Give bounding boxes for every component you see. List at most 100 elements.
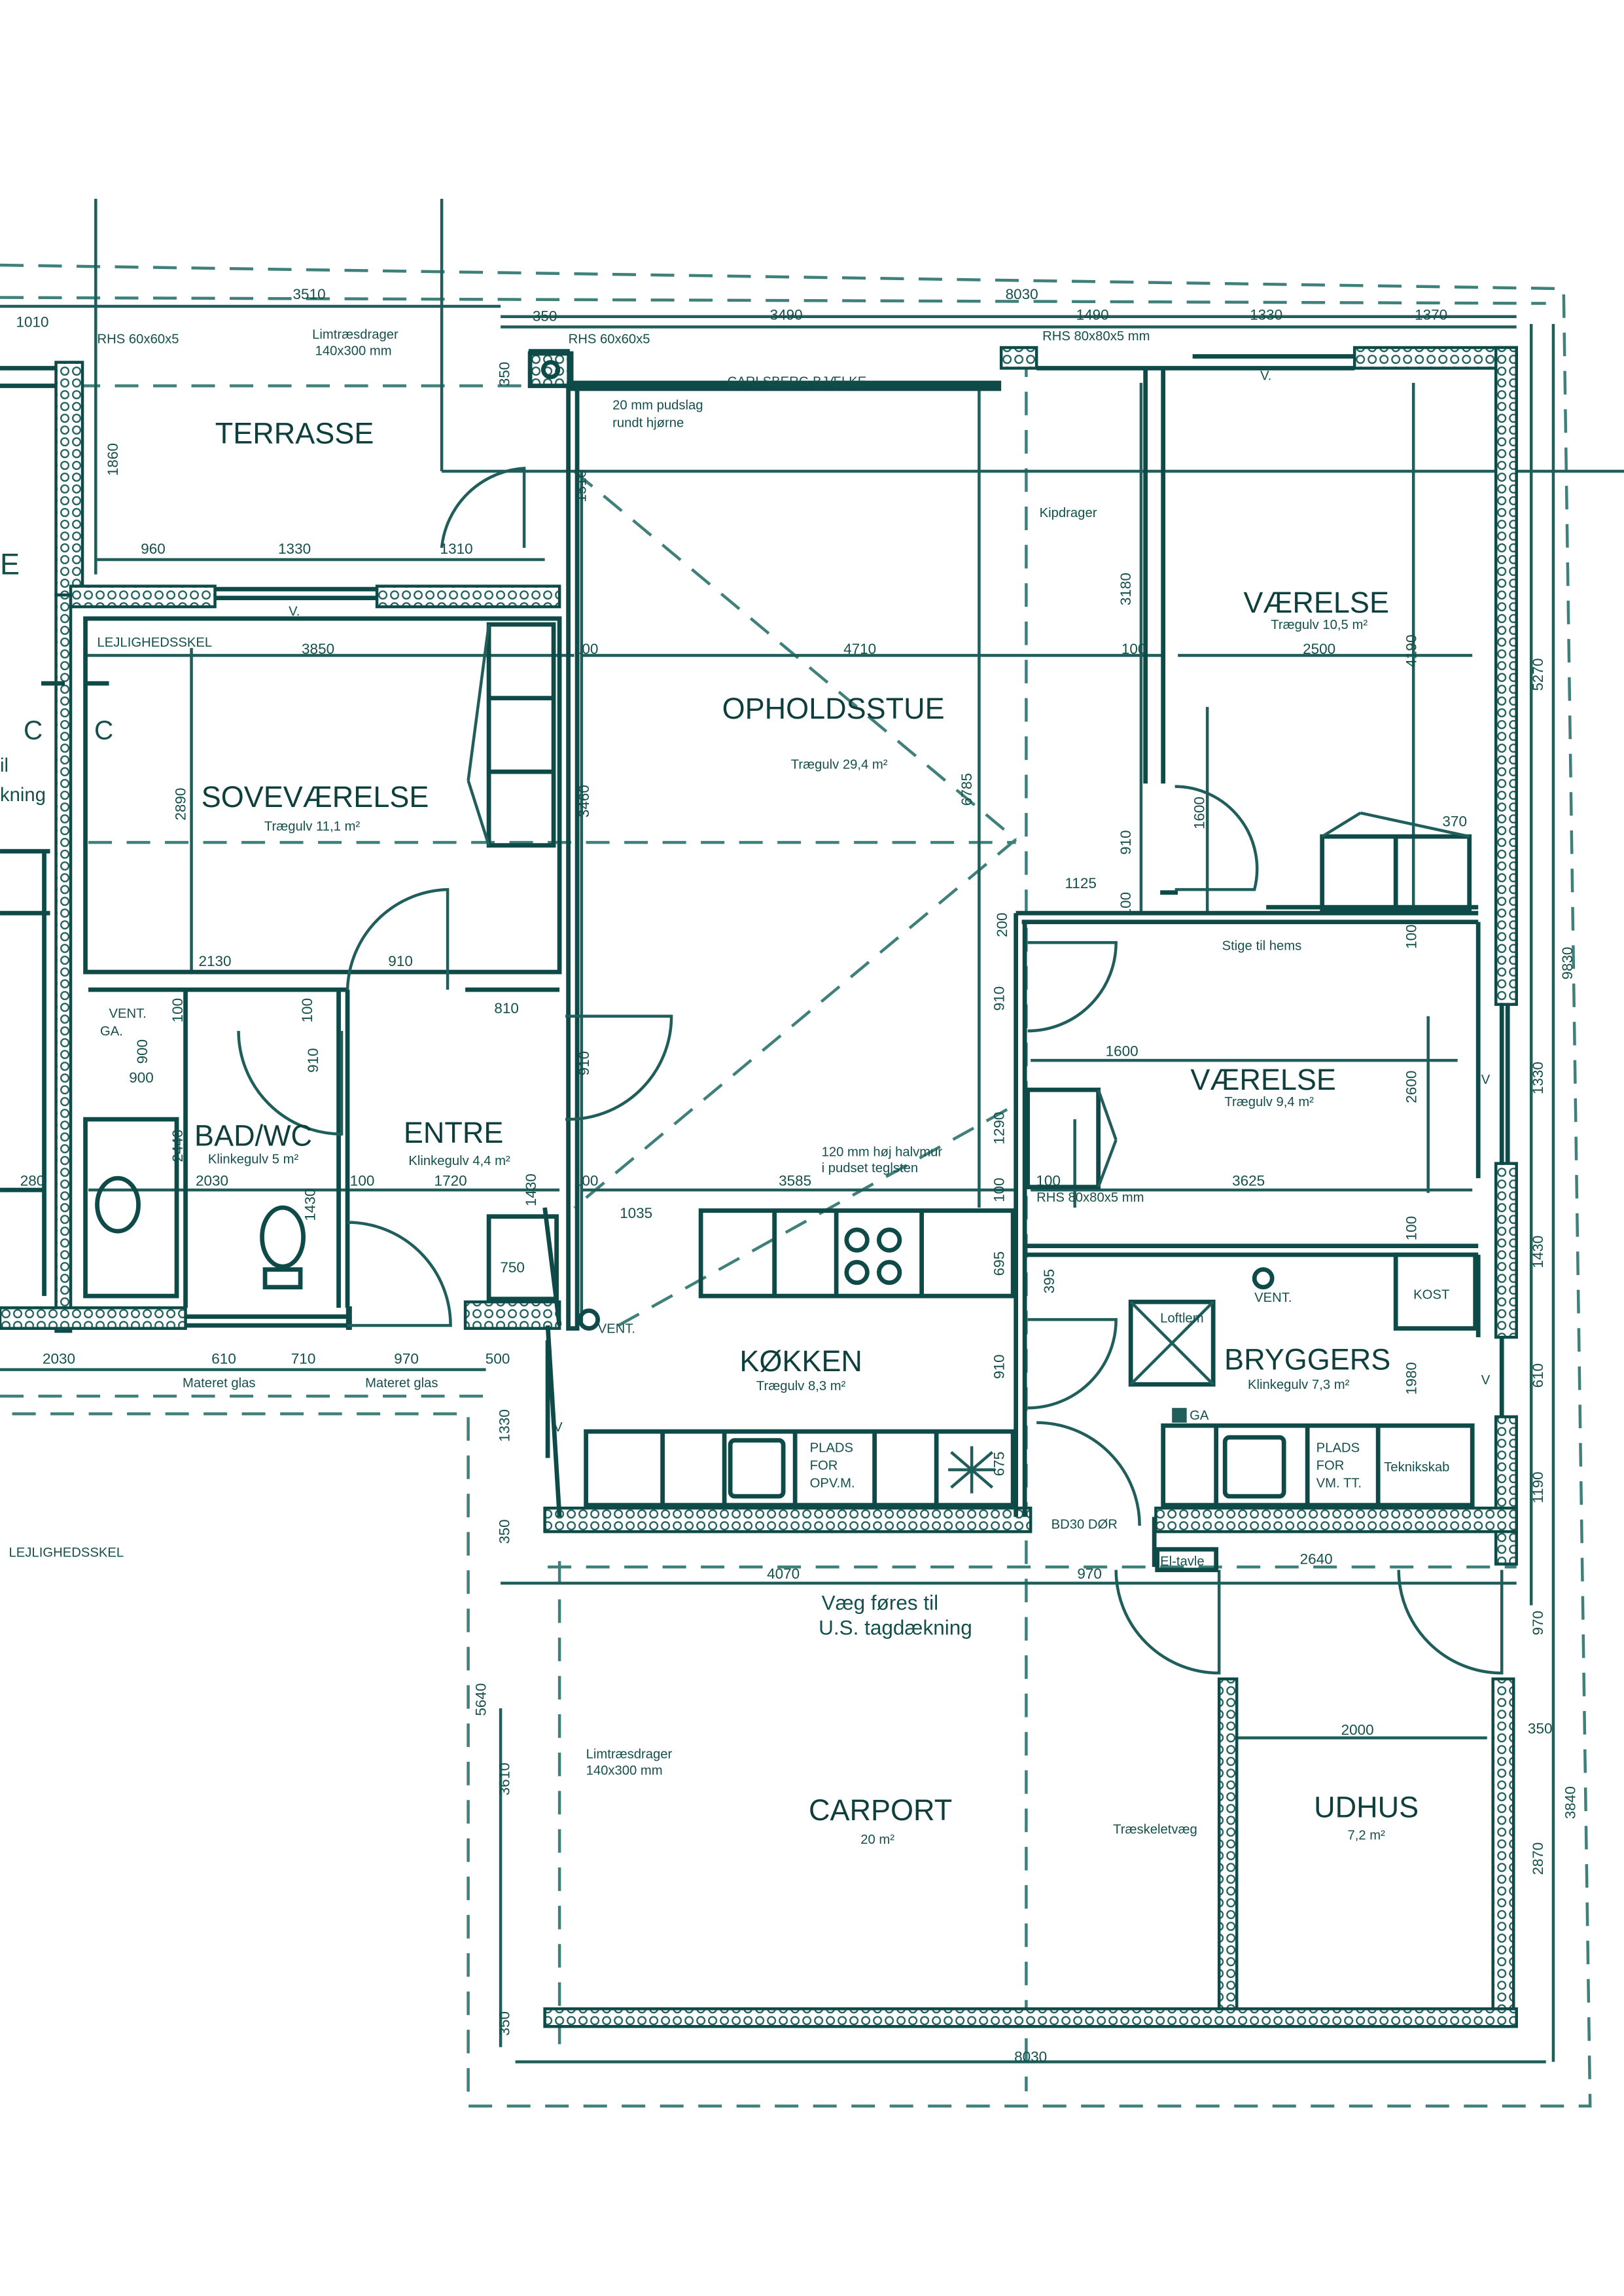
dimension-d610_r: 610	[1530, 1363, 1546, 1388]
dimension-d100_d: 100	[1403, 924, 1420, 949]
annotations: RHS 60x60x5 Limtræsdrager 140x300 mm RHS…	[0, 328, 1491, 1837]
dimension-d3490: 3490	[770, 306, 803, 323]
room-labels: TERRASSE SOVEVÆRELSE Trægulv 11,1 m² OPH…	[194, 416, 1419, 1847]
room-bad: BAD/WC	[194, 1119, 312, 1153]
dimensions-horizontal: 3510 8030 1010 350 3490 1490 1330 1370 9…	[16, 286, 1553, 2065]
dimension-d970_b: 970	[1077, 1566, 1102, 1582]
dimension-d500: 500	[485, 1351, 510, 1367]
note-vent-bad: VENT.	[109, 1007, 147, 1021]
dimension-d1330_top: 1330	[1250, 306, 1282, 323]
dimension-d2870: 2870	[1530, 1842, 1546, 1875]
dimension-d3625: 3625	[1232, 1172, 1265, 1189]
dimension-d1330_ter: 1330	[278, 541, 311, 557]
dimension-d910_c: 910	[305, 1048, 321, 1073]
dimension-d4710: 4710	[843, 641, 876, 657]
dimension-d970_r: 970	[1530, 1611, 1546, 1636]
floor-kokken: Trægulv 8,3 m²	[756, 1379, 846, 1393]
dimension-d810: 810	[494, 1000, 519, 1016]
fixtures	[41, 351, 1478, 1573]
room-udhus: UDHUS	[1314, 1791, 1419, 1824]
dimension-d1600_v: 1600	[1192, 797, 1208, 829]
note-ga-bryggers: GA	[1190, 1408, 1209, 1423]
note-halvmur-2: i pudset teglsten	[822, 1161, 918, 1175]
dimension-d8030_bottom: 8030	[1014, 2049, 1047, 2065]
dimension-d750: 750	[500, 1259, 525, 1276]
dimension-d370: 370	[1442, 813, 1467, 829]
note-plads-opv-3: OPV.M.	[810, 1477, 855, 1491]
note-lejlighedsskel-top: LEJLIGHEDSSKEL	[97, 636, 213, 650]
dimension-d2440: 2440	[169, 1130, 186, 1162]
dimension-d2600: 2600	[1403, 1071, 1420, 1103]
dimension-d4190: 4190	[1403, 635, 1420, 668]
note-left-kning: kning	[0, 785, 46, 806]
dimension-d6785: 6785	[959, 773, 975, 806]
dimension-d3180: 3180	[1118, 573, 1134, 605]
note-materet-1: Materet glas	[183, 1376, 255, 1391]
dimension-d100_i: 100	[1036, 1172, 1061, 1189]
floor-bad: Klinkegulv 5 m²	[208, 1153, 299, 1167]
note-ga-bad: GA.	[100, 1024, 123, 1039]
dimension-d710: 710	[291, 1351, 316, 1367]
dimension-d910_b: 910	[388, 953, 413, 969]
dimension-d3850: 3850	[302, 641, 334, 657]
dimension-d100_c: 100	[1118, 892, 1134, 917]
dimension-d100_b: 100	[1121, 641, 1146, 657]
note-plads-vm-1: PLADS	[1316, 1441, 1360, 1456]
note-vent-bryggers: VENT.	[1254, 1291, 1292, 1305]
dimension-d1430_a: 1430	[523, 1174, 539, 1206]
dimension-d1370: 1370	[1415, 306, 1447, 323]
note-pudslag-2: rundt hjørne	[612, 416, 684, 431]
note-bd30: BD30 DØR	[1051, 1518, 1118, 1532]
note-vent-kokken: VENT.	[598, 1321, 635, 1336]
walls	[0, 346, 1518, 2028]
dimension-d1510: 1510	[573, 470, 590, 503]
dimension-d1430_b: 1430	[302, 1189, 319, 1221]
dimension-d350_l: 350	[497, 1519, 513, 1544]
dimension-d100_e: 100	[169, 998, 186, 1023]
dimension-d200: 200	[994, 912, 1010, 937]
dimension-d9830: 9830	[1559, 947, 1576, 980]
room-carport: CARPORT	[809, 1793, 952, 1827]
note-v-bryg: V	[1481, 1373, 1491, 1388]
note-limtrae-carport: Limtræsdrager	[586, 1748, 673, 1762]
dimension-d2640: 2640	[1300, 1551, 1333, 1568]
dimension-d3510: 3510	[293, 286, 326, 302]
dimension-d900_a: 900	[134, 1039, 150, 1064]
dimension-d910_a: 910	[1118, 830, 1134, 855]
dimension-d695: 695	[991, 1251, 1008, 1276]
note-vaeg-1: Væg føres til	[822, 1590, 939, 1614]
dimension-d280: 280	[20, 1172, 45, 1189]
floor-vaerelse-2: Trægulv 9,4 m²	[1224, 1095, 1314, 1109]
dimension-d2130: 2130	[199, 953, 232, 969]
room-terrasse: TERRASSE	[215, 416, 374, 450]
note-traeskelet: Træskeletvæg	[1113, 1822, 1197, 1837]
dimension-d100_a: 100	[574, 641, 599, 657]
note-v-vaer1: V.	[1260, 369, 1271, 384]
dimension-d5270: 5270	[1530, 658, 1546, 691]
dimension-d1290: 1290	[991, 1112, 1008, 1145]
note-rhs-80-mid: RHS 80x80x5 mm	[1036, 1191, 1144, 1205]
note-stige: Stige til hems	[1222, 939, 1302, 953]
room-vaerelse-2: VÆRELSE	[1190, 1063, 1336, 1096]
note-v-terrasse: V.	[289, 605, 300, 619]
note-left-c2: C	[94, 715, 113, 745]
dimension-d675: 675	[991, 1452, 1008, 1477]
note-teknikskab: Teknikskab	[1384, 1460, 1449, 1475]
dimension-d1600_h: 1600	[1106, 1043, 1139, 1059]
note-limtrae-top-size: 140x300 mm	[315, 344, 392, 358]
note-pudslag-1: 20 mm pudslag	[612, 399, 703, 413]
dimension-d2500: 2500	[1303, 641, 1335, 657]
note-plads-vm-3: VM. TT.	[1316, 1477, 1362, 1491]
dimension-d350_top: 350	[533, 308, 557, 325]
note-eltavle: El-tavle	[1160, 1554, 1205, 1569]
dimension-d1490: 1490	[1076, 306, 1109, 323]
room-sovevaerelse: SOVEVÆRELSE	[202, 780, 429, 814]
dimension-d1720: 1720	[434, 1172, 467, 1189]
dimension-lines	[0, 198, 1624, 2064]
dimension-d350_top: 350	[497, 362, 513, 387]
room-kokken: KØKKEN	[739, 1344, 862, 1378]
dimension-d910_e: 910	[991, 986, 1008, 1011]
note-rhs-60-left: RHS 60x60x5	[97, 332, 179, 346]
dimension-d1430_r: 1430	[1530, 1236, 1546, 1268]
